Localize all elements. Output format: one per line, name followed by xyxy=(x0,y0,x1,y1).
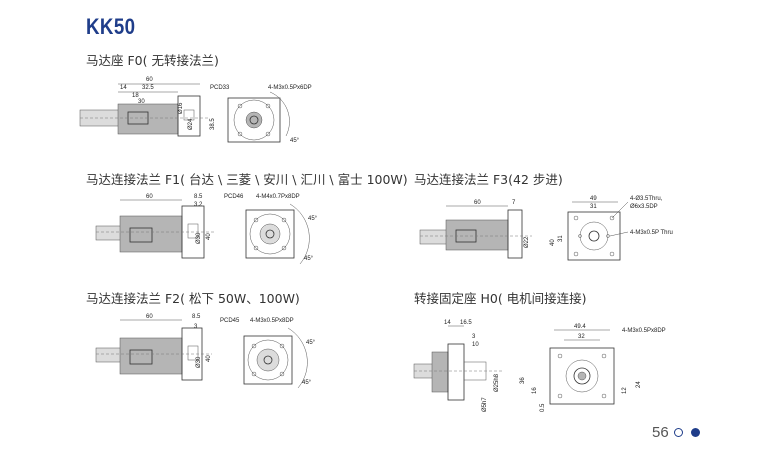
heading-f1: 马达连接法兰 F1( 台达 \ 三菱 \ 安川 \ 汇川 \ 富士 100W) xyxy=(86,172,408,187)
dim-f1-8-5: 8.5 xyxy=(194,194,203,200)
dim-f3-40: 40 xyxy=(550,239,556,246)
page-number: 56 xyxy=(652,424,669,441)
dim-h0-49-4: 49.4 xyxy=(574,324,586,330)
dim-h0-thread: 4-M3x0.5Px8DP xyxy=(622,328,666,334)
drawing-f3: 60 7 Ø22 49 31 40 31 4-Ø3.5Thru, Ø6x3.5D… xyxy=(419,196,673,261)
dim-f0-dia24: Ø24 xyxy=(188,118,194,130)
dim-f3-31-side: 31 xyxy=(558,235,564,242)
dim-f2-thread: 4-M3x0.5Px8DP xyxy=(250,318,294,324)
dim-f1-thread: 4-M4x0.7Px8DP xyxy=(256,194,300,200)
dim-h0-dia5: Ø5h7 xyxy=(482,397,488,412)
dim-f2-45deg-b: 45° xyxy=(302,380,312,386)
drawing-h0: 14 16.5 3 10 Ø25h8 Ø5h7 49.4 4-M3x0.5Px8… xyxy=(413,320,666,412)
dim-f0-14: 14 xyxy=(120,85,127,91)
heading-f3: 马达连接法兰 F3(42 步进) xyxy=(414,172,563,187)
dim-f0-30: 30 xyxy=(138,99,145,105)
dim-f1-3-2: 3.2 xyxy=(194,202,203,208)
dim-h0-0-5: 0.5 xyxy=(540,403,546,412)
dim-h0-36: 36 xyxy=(520,377,526,384)
dim-f0-38-5: 38.5 xyxy=(210,118,216,130)
dim-f1-pcd: PCD46 xyxy=(224,194,244,200)
filled-dot-icon xyxy=(691,428,700,437)
dim-f0-pcd: PCD33 xyxy=(210,85,230,91)
dim-f0-60: 60 xyxy=(146,77,153,83)
dim-f0-32-5: 32.5 xyxy=(142,85,154,91)
dim-h0-24: 24 xyxy=(636,381,642,388)
dim-f3-31-top: 31 xyxy=(590,204,597,210)
dim-f0-18: 18 xyxy=(132,93,139,99)
dim-f1-45deg-b: 45° xyxy=(304,256,314,262)
dim-f0-45deg: 45° xyxy=(290,138,300,144)
page-title: KK50 xyxy=(86,14,136,39)
dim-f0-dia16: Ø16 xyxy=(178,102,184,114)
dim-f1-dia30: Ø30 xyxy=(196,232,202,244)
dim-h0-12: 12 xyxy=(622,387,628,394)
dim-f2-60: 60 xyxy=(146,314,153,320)
dim-f2-8-5: 8.5 xyxy=(192,314,201,320)
dim-f3-dp: Ø6x3.5DP xyxy=(630,204,658,210)
dim-f2-3: 3 xyxy=(194,324,198,330)
dim-f3-60: 60 xyxy=(474,200,481,206)
dim-h0-14: 14 xyxy=(444,320,451,326)
dim-h0-10: 10 xyxy=(472,342,479,348)
dim-f2-pcd: PCD45 xyxy=(220,318,240,324)
dim-f2-40: 40 xyxy=(206,355,212,362)
dim-f3-7: 7 xyxy=(512,200,516,206)
heading-f0: 马达座 F0( 无转接法兰) xyxy=(86,53,219,68)
drawing-f2: 60 8.5 3 Ø30 40 PCD45 4-M3x0.5Px8DP 45° … xyxy=(95,314,316,389)
dim-h0-32: 32 xyxy=(578,334,585,340)
drawing-f0: 60 14 32.5 18 30 Ø16 Ø24 PCD33 4-M3x0.5P… xyxy=(79,77,312,144)
heading-h0: 转接固定座 H0( 电机间接连接) xyxy=(414,291,587,306)
drawing-f1: 60 8.5 3.2 Ø30 40 PCD46 4-M4x0.7Px8DP 45… xyxy=(95,194,318,265)
dim-f3-49: 49 xyxy=(590,196,597,202)
dim-h0-3: 3 xyxy=(472,334,476,340)
dim-f3-dia22: Ø22 xyxy=(524,236,530,248)
dim-h0-dia25: Ø25h8 xyxy=(494,373,500,392)
dim-f2-45deg-a: 45° xyxy=(306,340,316,346)
dim-f1-45deg-a: 45° xyxy=(308,216,318,222)
dim-f3-m3thru: 4-M3x0.5P Thru xyxy=(630,230,673,236)
outline-dot-icon xyxy=(674,428,683,437)
heading-f2: 马达连接法兰 F2( 松下 50W、100W) xyxy=(86,291,300,306)
dim-f3-thru: 4-Ø3.5Thru, xyxy=(630,196,663,202)
dim-f2-dia30: Ø30 xyxy=(196,356,202,368)
dim-h0-16: 16 xyxy=(532,387,538,394)
dim-f1-40: 40 xyxy=(206,233,212,240)
dim-f1-60: 60 xyxy=(146,194,153,200)
dim-f0-thread: 4-M3x0.5Px6DP xyxy=(268,85,312,91)
dim-h0-16-5: 16.5 xyxy=(460,320,472,326)
